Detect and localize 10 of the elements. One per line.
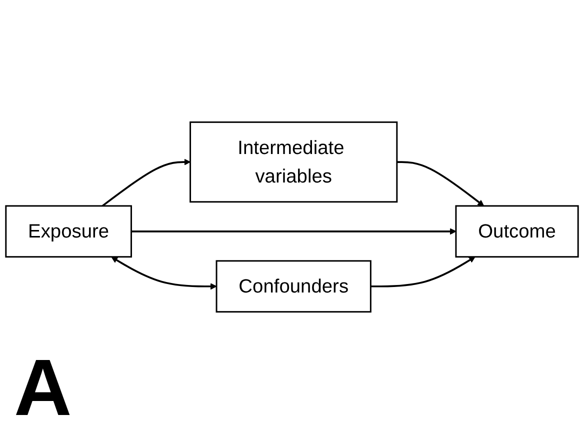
arrow xyxy=(131,228,456,235)
node-box: Intermediate variables xyxy=(190,121,398,203)
node-box: Confounders xyxy=(216,260,372,313)
arrow xyxy=(102,158,191,207)
arrow xyxy=(370,256,476,288)
node-box: Outcome xyxy=(455,205,579,258)
node-box: Exposure xyxy=(5,205,132,258)
arrow xyxy=(396,161,484,206)
arrow xyxy=(111,256,217,290)
panel-letter: A xyxy=(14,348,72,428)
